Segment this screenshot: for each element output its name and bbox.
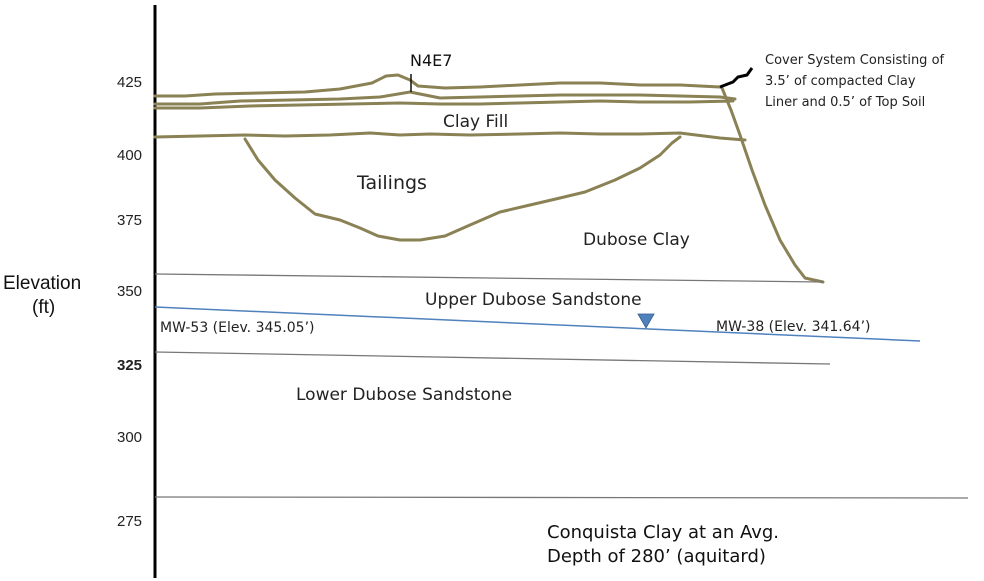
clay-fill-bottom-line [153, 131, 747, 142]
bottom-note-line2: Depth of 280’ (aquitard) [547, 546, 766, 567]
tick-label: 275 [117, 513, 142, 530]
clay-fill-top-line [153, 99, 735, 110]
bottom-note-line1: Conquista Clay at an Avg. [547, 522, 779, 543]
tick-label: 400 [117, 147, 142, 164]
axis-title-line2: (ft) [32, 297, 55, 318]
tick-label: 350 [117, 283, 142, 300]
axis-title-line1: Elevation [3, 273, 81, 294]
cover-note-line3: Liner and 0.5’ of Top Soil [765, 95, 925, 110]
tick-label: 375 [117, 212, 142, 229]
lower-sandstone-label: Lower Dubose Sandstone [296, 385, 512, 405]
fill-slope-line [720, 86, 825, 284]
cover-note-line2: 3.5’ of compacted Clay [765, 74, 916, 89]
dubose-clay-base-line [154, 273, 824, 283]
tailings-label: Tailings [356, 172, 427, 194]
cover-system-leader-line [719, 67, 754, 89]
tick-label: 325 [117, 357, 142, 374]
ground-surface-line [153, 73, 722, 98]
point-label: N4E7 [410, 51, 452, 70]
upper-sandstone-label: Upper Dubose Sandstone [425, 290, 642, 310]
dubose-clay-label: Dubose Clay [583, 230, 690, 250]
water-table-line [154, 306, 921, 342]
well-right-label: MW-38 (Elev. 341.64’) [716, 319, 870, 335]
tick-label: 300 [117, 429, 142, 446]
tick-label: 425 [117, 74, 142, 91]
cover-note-line1: Cover System Consisting of [765, 53, 945, 68]
lower-sandstone-base-line [154, 496, 969, 499]
water-table-marker-icon [637, 313, 655, 329]
clay-fill-label: Clay Fill [443, 112, 508, 132]
tailings-boundary-line [243, 135, 682, 242]
upper-sandstone-base-line [154, 351, 831, 365]
clay-liner-line [153, 90, 737, 106]
well-left-label: MW-53 (Elev. 345.05’) [160, 320, 314, 336]
